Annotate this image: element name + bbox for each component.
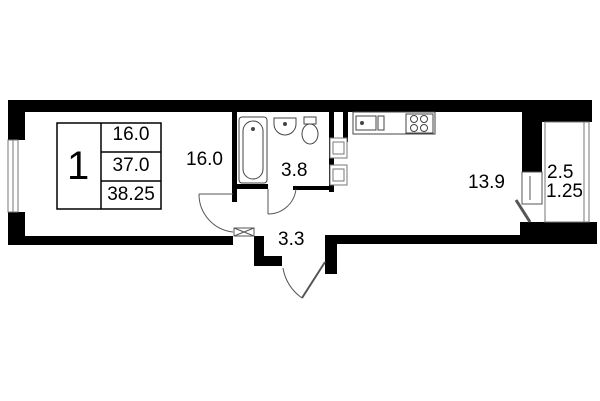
room-area-living: 16.0 xyxy=(186,149,223,170)
electric-panel xyxy=(233,227,255,237)
walls xyxy=(8,100,597,274)
rooms-count: 1 xyxy=(67,144,90,188)
balcony-door xyxy=(514,171,543,223)
window-left xyxy=(7,139,19,213)
hall-step-wall xyxy=(254,236,264,266)
living-door-swing xyxy=(198,193,234,233)
room-area-kitchen: 13.9 xyxy=(468,172,505,193)
doors xyxy=(198,188,326,299)
total-area-with-balcony-value: 38.25 xyxy=(107,184,155,205)
stove-icon xyxy=(405,113,434,134)
kitchen-shaft-wall xyxy=(343,112,348,142)
room-area-balcony: 2.5 xyxy=(547,162,574,183)
bath-left-wall xyxy=(232,112,237,202)
balcony-top-wall xyxy=(532,100,592,122)
kitchen-sink-icon xyxy=(355,115,377,131)
entry-door-swing xyxy=(282,267,303,299)
bath-bottom-wall xyxy=(232,184,268,189)
kitchen-bottom-wall xyxy=(325,235,525,244)
hall-right-wall xyxy=(325,236,337,274)
bathroom-fixtures xyxy=(238,116,319,184)
bath-door-swing xyxy=(267,188,297,215)
summary-table xyxy=(56,122,162,210)
toilet-tank-icon xyxy=(303,116,317,125)
room-area-hallway: 3.3 xyxy=(278,229,305,250)
kitchen-fixtures xyxy=(352,111,436,135)
room-area-bathroom: 3.8 xyxy=(281,160,308,181)
living-area-value: 16.0 xyxy=(112,124,150,145)
sink-icon xyxy=(273,117,297,136)
balcony xyxy=(544,121,590,223)
left-wall-upper xyxy=(8,100,25,140)
toilet-icon xyxy=(301,123,319,145)
balcony-bottom-wall xyxy=(520,222,597,244)
top-wall xyxy=(8,100,592,112)
room-area-balcony-reduced: 1.25 xyxy=(546,181,583,202)
living-bottom-wall xyxy=(8,236,233,245)
ventilation-shafts xyxy=(329,137,348,186)
hall-bottom-wall xyxy=(254,256,282,266)
bath-bottom-wall-right xyxy=(293,186,333,190)
total-area-value: 37.0 xyxy=(112,155,150,176)
